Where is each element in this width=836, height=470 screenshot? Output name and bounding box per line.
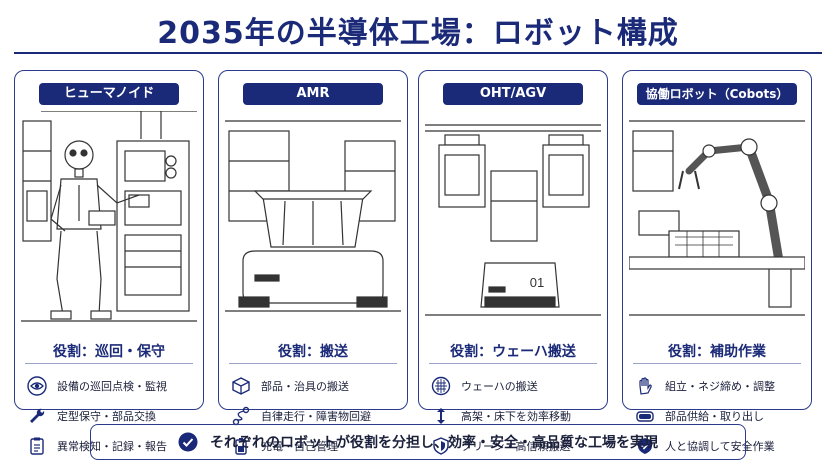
list-item-text: 充電・自己管理: [261, 440, 338, 453]
box-icon: [232, 377, 250, 395]
eye-icon: [27, 376, 47, 396]
list-item-text: 組立・ネジ締め・調整: [665, 380, 775, 393]
list-item-text: 部品・治具の搬送: [261, 380, 349, 393]
hand-icon: [639, 377, 652, 395]
updown-arrow-icon: [437, 408, 445, 424]
card-label: 協働ロボット（Cobots）: [637, 83, 797, 105]
amr-illustration: [225, 120, 401, 312]
list-item-text: ウェーハの搬送: [461, 380, 538, 393]
list-item: 設備の巡回点検・監視: [27, 373, 197, 399]
list-item-text: 自律走行・障害物回避: [261, 410, 371, 423]
wrench-icon: [30, 408, 45, 423]
list-item: 部品供給・取り出し: [635, 403, 805, 429]
list-item-text: 高架・床下を効率移動: [461, 410, 571, 423]
list-item: 定型保守・部品交換: [27, 403, 197, 429]
summary-text: それぞれのロボットが役割を分担し、効率・安全・高品質な工場を実現: [210, 435, 658, 451]
list-item-text: 定型保守・部品交換: [57, 410, 156, 423]
role-title: 役割：搬送: [278, 344, 348, 360]
card-amr: AMR 役割：搬送 部品・治具の搬送 自律走行・障害物回避 充電: [218, 70, 408, 455]
page-title: 2035年の半導体工場：ロボット構成: [157, 16, 679, 51]
list-item: ウェーハの搬送: [431, 373, 601, 399]
role-title: 役割：補助作業: [668, 344, 766, 360]
summary-banner: それぞれのロボットが役割を分担し、効率・安全・高品質な工場を実現: [90, 424, 746, 460]
list-item-text: 異常検知・記録・報告: [57, 440, 167, 453]
humanoid-illustration: [21, 111, 197, 322]
card-humanoid: ヒューマノイド: [14, 70, 204, 455]
card-label: AMR: [243, 83, 383, 105]
role-divider: [633, 363, 801, 364]
card-cobots: 協働ロボット（Cobots） 役割：補助作業 組立・ネジ締め・調整: [622, 70, 812, 454]
role-title: 役割：巡回・保守: [53, 344, 165, 360]
role-title: 役割：ウェーハ搬送: [450, 344, 576, 360]
clipboard-icon: [30, 437, 44, 455]
tray-icon: [636, 411, 654, 422]
role-divider: [429, 363, 597, 364]
list-item: 部品・治具の搬送: [231, 373, 401, 399]
shield-icon: [433, 437, 449, 455]
card-oht-agv: OHT/AGV 01 役割：ウェーハ搬送 ウェーハの搬送 高架・床下を効率移動: [418, 70, 608, 455]
list-item-text: 人と協調して安全作業: [665, 440, 775, 453]
list-item: 高架・床下を効率移動: [431, 403, 601, 429]
cobot-illustration: [629, 120, 805, 316]
shield-check-icon: [638, 438, 652, 454]
route-icon: [232, 406, 250, 426]
list-item: 組立・ネジ締め・調整: [635, 373, 805, 399]
wafer-icon: [431, 376, 451, 396]
battery-icon: [235, 438, 247, 455]
list-item-text: 部品供給・取り出し: [665, 410, 764, 423]
role-divider: [25, 363, 193, 364]
role-divider: [229, 363, 397, 364]
list-item: クリーン・高信頼搬送: [431, 433, 601, 459]
list-item: 人と協調して安全作業: [635, 433, 805, 459]
title-divider: [14, 52, 822, 54]
agv-number: 01: [530, 275, 544, 290]
check-circle-icon: [178, 432, 198, 452]
list-item-text: クリーン・高信頼搬送: [461, 440, 571, 453]
list-item-text: 設備の巡回点検・監視: [57, 380, 167, 393]
card-label: OHT/AGV: [443, 83, 583, 105]
list-item: 自律走行・障害物回避: [231, 403, 401, 429]
card-label: ヒューマノイド: [39, 83, 179, 105]
oht-agv-illustration: 01: [425, 124, 601, 316]
list-item: 充電・自己管理: [231, 433, 401, 459]
list-item: 異常検知・記録・報告: [27, 433, 197, 459]
